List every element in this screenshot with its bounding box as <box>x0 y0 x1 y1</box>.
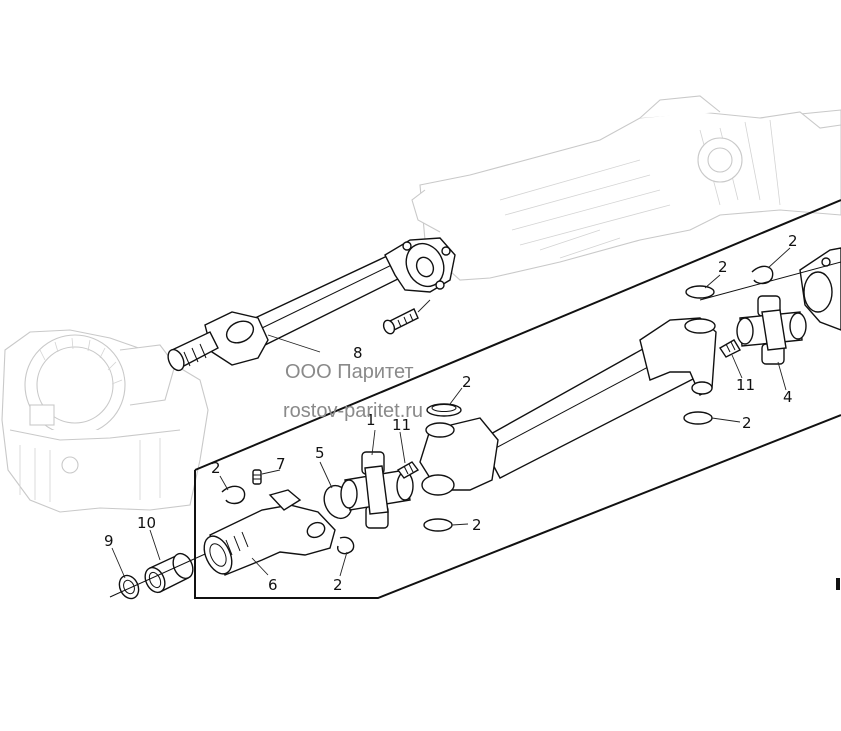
callout-1: 1 <box>366 411 376 429</box>
callout-2-right-bottom: 2 <box>742 414 752 432</box>
universal-joint-cross-1 <box>340 451 414 529</box>
callout-9: 9 <box>104 532 114 550</box>
leader-lines <box>111 247 791 579</box>
bushing-10 <box>144 552 194 594</box>
circlip-center-bottom <box>423 518 453 532</box>
callout-2-right-far: 2 <box>788 232 798 250</box>
callout-10: 10 <box>137 514 156 532</box>
grease-fitting-7 <box>252 469 262 485</box>
callout-5: 5 <box>315 444 325 462</box>
watermark: ООО Паритет rostov-paritet.ru <box>283 361 423 422</box>
gearbox-ghost <box>1 329 209 513</box>
circlip-right-far <box>751 265 774 285</box>
circlip-right-bottom <box>683 411 713 425</box>
bolt-8 <box>382 299 431 335</box>
callout-6: 6 <box>268 576 278 594</box>
upper-drive-shaft-assembly <box>167 237 456 372</box>
callout-labels: 2 7 5 1 11 2 2 10 9 6 2 8 2 2 11 4 2 <box>104 232 798 594</box>
callout-2-right-top: 2 <box>718 258 728 276</box>
circlip-left-lower <box>337 536 355 555</box>
callout-2-bottom: 2 <box>333 576 343 594</box>
circlip-right-top <box>685 285 715 299</box>
watermark-company: ООО Паритет <box>285 361 414 383</box>
slip-yoke-6 <box>203 489 336 576</box>
axle-housing-ghost <box>411 95 841 281</box>
edge-mark <box>836 578 840 590</box>
circlip-left-upper <box>221 485 246 505</box>
circlip-center-top <box>426 403 462 417</box>
callout-8: 8 <box>353 344 363 362</box>
callout-2-left: 2 <box>211 459 221 477</box>
callout-2-center-bottom: 2 <box>472 516 482 534</box>
callout-7: 7 <box>276 455 286 473</box>
callout-11-right: 11 <box>736 376 755 394</box>
flange-yoke-right <box>799 247 841 331</box>
grease-fitting-11-right <box>719 339 741 358</box>
universal-joint-cross-4 <box>736 295 807 365</box>
watermark-site: rostov-paritet.ru <box>283 400 423 422</box>
assembly-axis-right <box>699 261 841 301</box>
main-shaft-tube <box>419 317 717 496</box>
callout-4: 4 <box>783 388 793 406</box>
grease-fitting-11-center <box>396 461 420 479</box>
callout-2-center-top: 2 <box>462 373 472 391</box>
ring-9 <box>118 574 140 600</box>
exploded-view-frame <box>194 199 841 599</box>
callout-11-center: 11 <box>392 416 411 434</box>
